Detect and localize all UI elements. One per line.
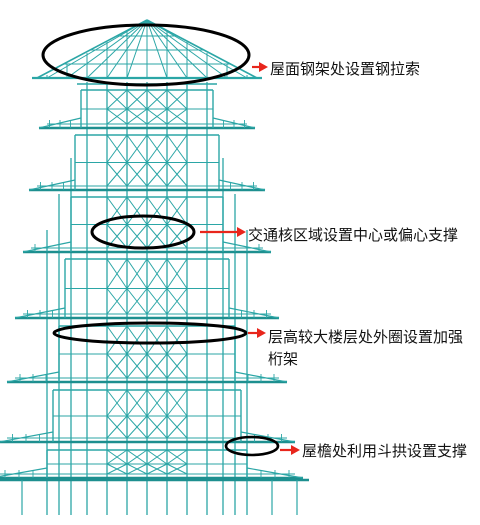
frame-member — [86, 19, 148, 79]
frame-member — [146, 19, 188, 79]
frame-member — [146, 19, 228, 79]
frame-member — [166, 415, 188, 439]
frame-member — [166, 389, 188, 417]
frame-member — [126, 389, 148, 417]
frame-member — [126, 449, 148, 465]
frame-member — [126, 162, 148, 187]
frame-member — [146, 288, 168, 315]
frame-member — [146, 134, 168, 163]
frame-member — [166, 89, 188, 110]
frame-member — [126, 258, 148, 289]
frame-member — [146, 19, 168, 79]
frame-member — [126, 415, 148, 439]
frame-member — [106, 389, 128, 417]
frame-member — [106, 108, 128, 125]
frame-member — [126, 19, 148, 79]
frame-member — [126, 108, 148, 125]
frame-member — [106, 288, 128, 315]
roof-arrow-head — [259, 62, 268, 72]
callout-perimeter-truss: 层高较大楼层处外圈设置加强桁架 — [268, 328, 464, 368]
frame-member — [146, 89, 168, 110]
frame-member — [106, 353, 128, 379]
frame-member — [146, 19, 208, 79]
frame-member — [166, 463, 188, 475]
frame-member — [146, 196, 168, 225]
frame-member — [126, 134, 148, 163]
frame-member — [166, 258, 188, 289]
frame-member — [106, 463, 128, 475]
frame-member — [126, 325, 148, 355]
frame-member — [166, 162, 188, 187]
frame-member — [166, 134, 188, 163]
callout-core-bracing: 交通核区域设置中心或偏心支撑 — [248, 226, 459, 244]
perimeter-truss-ellipse — [52, 321, 248, 345]
frame-member — [166, 449, 188, 465]
frame-member — [106, 258, 128, 289]
frame-member — [166, 288, 188, 315]
frame-member — [0, 431, 54, 443]
eave-bracket-ellipse — [224, 435, 280, 457]
callout-roof-steel-cable: 屋面钢架处设置钢拉索 — [270, 60, 421, 78]
frame-member — [166, 325, 188, 355]
frame-member — [126, 89, 148, 110]
frame-member — [146, 463, 168, 475]
eave-arrow-head — [291, 445, 300, 455]
frame-member — [146, 19, 248, 79]
frame-member — [106, 415, 128, 439]
core-arrow-head — [237, 227, 246, 237]
frame-member — [126, 463, 148, 475]
frame-member — [166, 108, 188, 125]
frame-member — [146, 449, 168, 465]
frame-member — [146, 258, 168, 289]
frame-member — [126, 196, 148, 225]
steel-frame-structure — [0, 19, 309, 515]
frame-member — [146, 224, 168, 249]
frame-member — [146, 415, 168, 439]
frame-member — [106, 134, 128, 163]
frame-member — [126, 224, 148, 249]
frame-member — [106, 325, 128, 355]
frame-member — [146, 325, 168, 355]
frame-member — [146, 108, 168, 125]
frame-member — [146, 389, 168, 417]
core-bracing-ellipse — [90, 214, 196, 250]
callout-eave-bracket-bracing: 屋檐处利用斗拱设置支撑 — [302, 442, 468, 460]
frame-member — [126, 353, 148, 379]
frame-member — [166, 353, 188, 379]
frame-member — [106, 162, 128, 187]
frame-member — [0, 467, 48, 478]
frame-member — [106, 89, 128, 110]
frame-member — [146, 162, 168, 187]
roof-cable-ellipse — [41, 23, 251, 87]
truss-arrow-head — [257, 328, 266, 338]
frame-member — [46, 19, 148, 79]
frame-member — [126, 288, 148, 315]
frame-member — [106, 449, 128, 465]
frame-member — [146, 353, 168, 379]
callout-markers — [41, 23, 300, 457]
